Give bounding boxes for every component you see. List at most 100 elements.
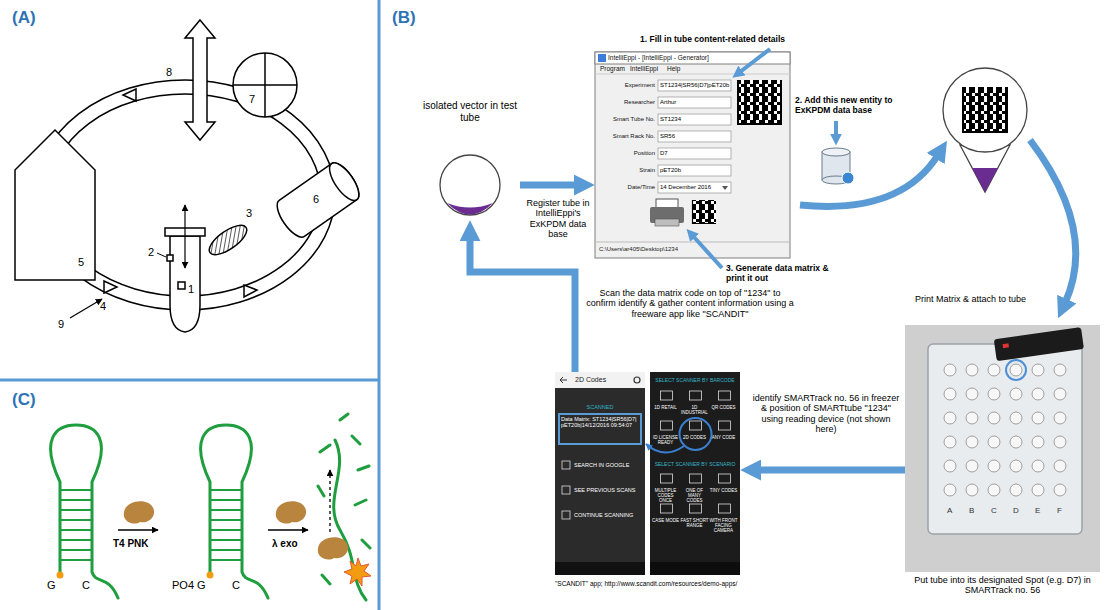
screen-text: QR CODES — [709, 405, 738, 410]
flow-arrow — [470, 237, 575, 372]
phone-screenshot-art — [690, 421, 702, 430]
phone-screenshot-art — [562, 461, 570, 469]
window-text: Program — [600, 65, 625, 72]
software-window-art — [658, 165, 731, 176]
database-icon — [842, 172, 854, 184]
cycle-illustration — [244, 285, 257, 297]
screen-text: WITH FRONT FACING CAMERA — [709, 518, 738, 534]
labelled-tube-illustration — [943, 68, 1027, 152]
labelled-tube-illustration — [972, 168, 998, 192]
phone-screenshot-art — [690, 504, 702, 513]
rack-photo-art — [1054, 364, 1066, 376]
screen-text: Data Matrix: ST1234|SR56|D7| pET20b|14/1… — [561, 416, 639, 429]
cycle-illustration — [15, 20, 364, 332]
callout-number: 1 — [188, 283, 194, 296]
callout-number: 4 — [100, 300, 106, 313]
screen-text: CONTINUE SCANNING — [574, 512, 633, 518]
rack-photo-art — [966, 436, 978, 448]
phone-screenshot-art — [634, 377, 640, 383]
rack-photo-art — [944, 412, 956, 424]
rack-photo-art — [1010, 484, 1022, 496]
window-text: Smart Rack No. — [597, 133, 655, 140]
labelled-tube-illustration — [962, 87, 1008, 133]
window-text: ST1234 — [660, 116, 681, 123]
cycle-illustration — [233, 53, 297, 117]
flow-arrow — [520, 182, 578, 189]
phone-screenshot-art — [661, 421, 673, 430]
flow-arrow — [693, 236, 722, 268]
window-text: Position — [597, 150, 655, 157]
panel-divider — [0, 379, 379, 382]
software-window-art — [738, 80, 782, 124]
rack-photo-art — [944, 364, 956, 376]
rack-photo-art — [944, 460, 956, 472]
rack-photo-art — [905, 325, 1100, 572]
phone-screenshot-art — [562, 511, 570, 519]
window-text: C:\Users\ar405\Desktop\1234 — [599, 246, 678, 253]
rack-photo-art — [1032, 436, 1044, 448]
flow-arrow — [800, 155, 938, 206]
phone-screenshot-art — [555, 372, 645, 388]
photo-text: B — [969, 506, 974, 515]
photo-text: A — [947, 506, 952, 515]
screen-text: 1D INDUSTRIAL — [680, 405, 709, 415]
window-text: Help — [667, 65, 680, 72]
enzyme-illustration — [57, 470, 372, 586]
edge-label: Scan the data matrix code on top of "123… — [585, 288, 795, 319]
screen-text: ID LICENSE READY — [651, 435, 680, 445]
software-window-art — [658, 148, 731, 159]
screen-text: SEE PREVIOUS SCANS — [574, 487, 635, 493]
flow-arrow — [834, 121, 838, 136]
enzyme-label: λ exo — [272, 538, 298, 550]
software-window-art — [693, 200, 717, 224]
enzyme-illustration — [344, 558, 371, 586]
panel-divider — [378, 0, 381, 610]
phone-screenshot-art — [555, 372, 740, 575]
screen-text: 1D RETAIL — [651, 405, 680, 410]
cycle-illustration — [123, 89, 136, 101]
rack-photo-art — [905, 325, 1100, 572]
database-icon — [822, 148, 854, 184]
photo-text: Put tube into its designated Spot (e.g. … — [910, 575, 1095, 596]
rack-photo-art — [966, 460, 978, 472]
rack-photo-art — [944, 364, 1066, 496]
screen-text: 2D CODES — [680, 435, 709, 440]
window-text: Date/Time — [597, 184, 655, 191]
rack-photo-art — [988, 436, 1000, 448]
cycle-illustration — [167, 255, 173, 261]
phone-screenshot-art — [650, 562, 740, 575]
callout-number: 2 — [148, 246, 154, 259]
cycle-illustration — [104, 281, 117, 293]
tube-illustration — [440, 155, 500, 215]
photo-text: E — [1035, 506, 1040, 515]
rack-photo-art — [1054, 388, 1066, 400]
rack-photo-art — [1003, 343, 1009, 348]
software-window-art — [737, 80, 782, 125]
phone-screenshot-art — [680, 418, 712, 450]
phone-screenshot-art — [661, 474, 673, 483]
callout-number: 7 — [249, 93, 255, 106]
enzyme-illustration — [118, 529, 158, 531]
cycle-illustration — [272, 158, 364, 241]
screen-text: 2D Codes — [575, 376, 606, 384]
tube-illustration — [447, 203, 493, 215]
base-label: G — [197, 579, 206, 592]
rack-photo-art — [1010, 364, 1022, 376]
phone-screenshot-art — [690, 474, 702, 483]
rack-photo-art — [1010, 412, 1022, 424]
phone-screenshot-art — [562, 486, 570, 494]
rack-photo-art — [988, 364, 1000, 376]
rack-photo-art — [1032, 484, 1044, 496]
software-window-art — [658, 80, 731, 193]
window-text: IntelliEppi - [IntelliEppi - Generator] — [608, 54, 709, 61]
software-window-art — [598, 54, 606, 62]
phone-screen: 2D CodesSCANNEDData Matrix: ST1234|SR56|… — [555, 372, 645, 575]
rack-photo-art — [1010, 460, 1022, 472]
software-window-art — [595, 52, 790, 258]
base-label: C — [232, 579, 240, 592]
hairpin-illustration — [60, 490, 92, 560]
enzyme-illustration — [329, 470, 330, 532]
rack-photo-art — [1032, 388, 1044, 400]
enzyme-illustration — [268, 529, 308, 531]
phone-screenshot-art — [690, 391, 702, 400]
